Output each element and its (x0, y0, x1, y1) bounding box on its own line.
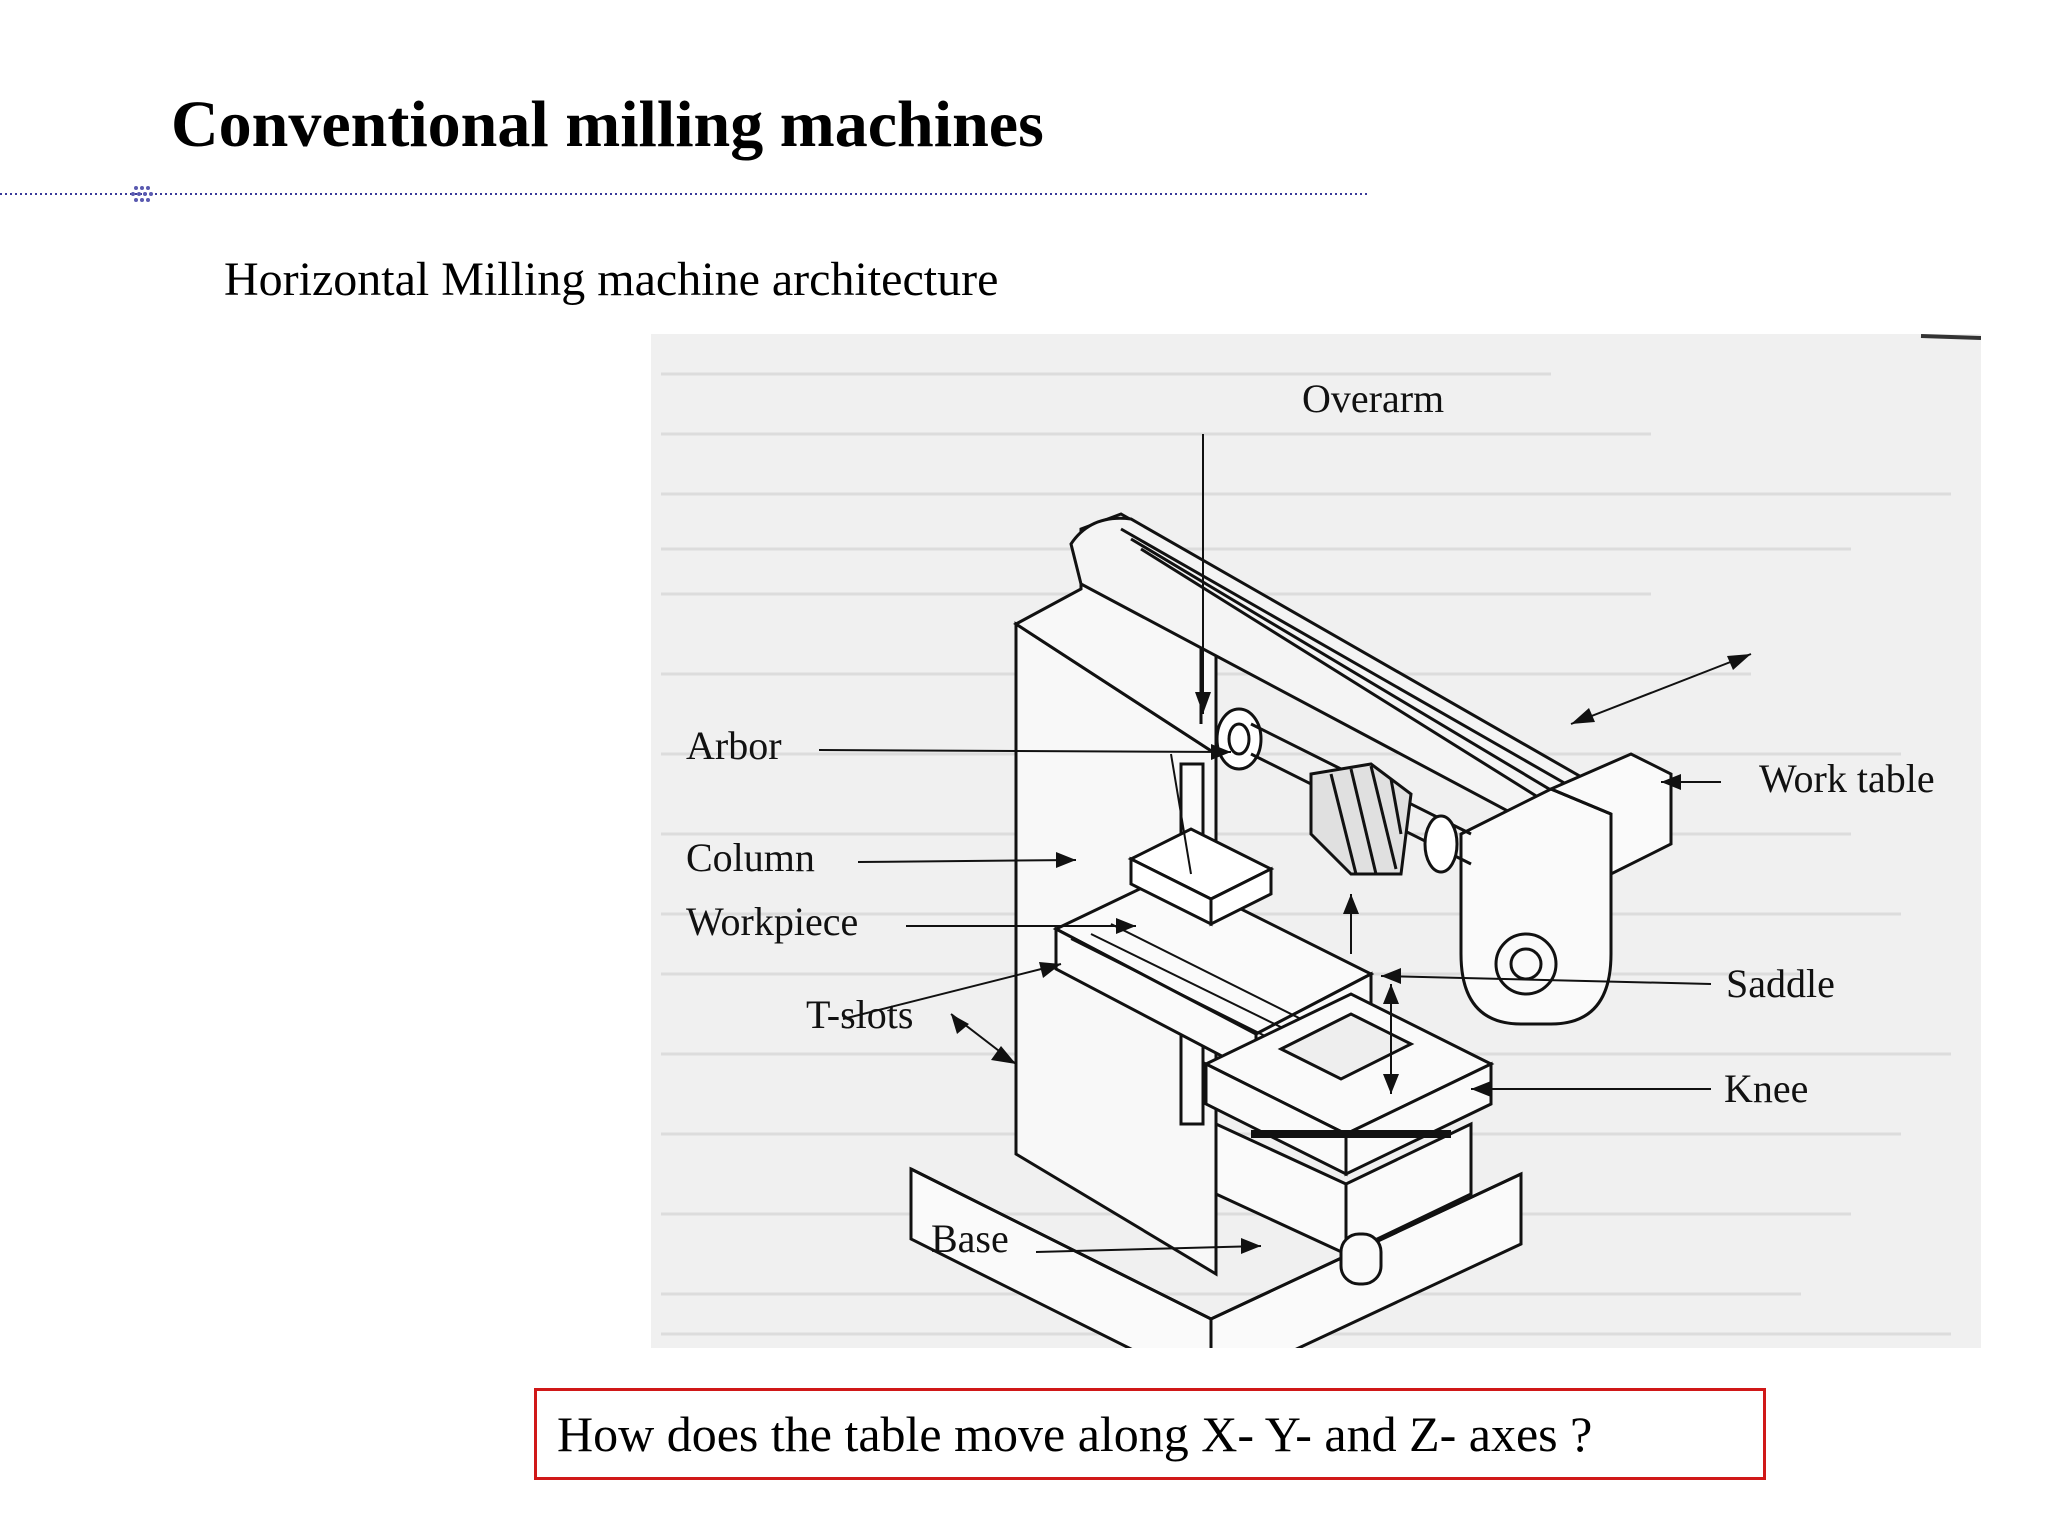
label-saddle: Saddle (1726, 961, 1835, 1006)
question-text: How does the table move along X- Y- and … (557, 1406, 1593, 1462)
label-base: Base (931, 1216, 1009, 1261)
question-box: How does the table move along X- Y- and … (534, 1388, 1766, 1480)
slide-subtitle: Horizontal Milling machine architecture (224, 253, 999, 306)
knee-shape (1214, 1121, 1473, 1286)
milling-machine-figure: Overarm Work table Arbor Column Workpiec… (651, 334, 1981, 1348)
label-knee: Knee (1724, 1066, 1808, 1111)
divider-dots-ornament (131, 186, 153, 202)
base-shape (909, 1166, 1523, 1348)
arbor-shape (1215, 707, 1472, 876)
label-work-table: Work table (1759, 756, 1935, 801)
label-arbor: Arbor (686, 723, 782, 768)
saddle-shape (1202, 992, 1495, 1177)
label-t-slots: T-slots (806, 992, 913, 1037)
label-column: Column (686, 835, 815, 880)
title-divider (0, 186, 1370, 202)
workpiece-shape (1127, 827, 1275, 927)
label-overarm: Overarm (1302, 376, 1444, 421)
arrowheads (951, 654, 1751, 1254)
label-workpiece: Workpiece (686, 899, 858, 944)
milling-machine-diagram: Overarm Work table Arbor Column Workpiec… (661, 334, 1981, 1348)
slide-title: Conventional milling machines (171, 88, 1044, 161)
arbor-support-shape (1459, 752, 1673, 1026)
work-table-shape (1052, 872, 1375, 1077)
